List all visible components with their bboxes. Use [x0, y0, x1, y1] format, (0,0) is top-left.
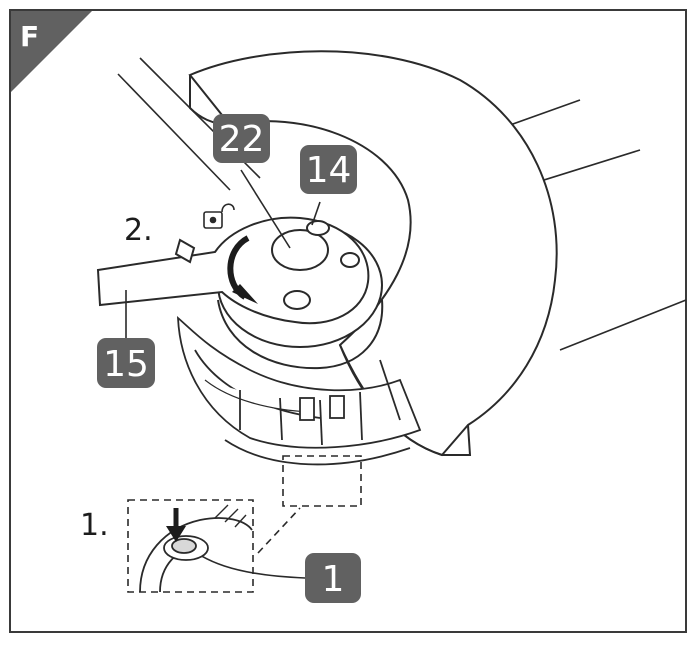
callout-22: 22 [213, 114, 270, 163]
callout-22-label: 22 [219, 119, 265, 160]
callout-15: 15 [97, 338, 155, 388]
callout-15-label: 15 [103, 344, 149, 385]
callout-14: 14 [300, 145, 357, 194]
step-1-label: 1. [80, 508, 109, 543]
lock-button-detail-box [127, 499, 254, 593]
callout-14-label: 14 [306, 150, 352, 191]
step-2-label: 2. [124, 213, 153, 248]
section-corner-tag: F [11, 11, 92, 92]
spindle-lock-detail [139, 504, 253, 593]
disc-guard [188, 50, 558, 457]
gear-housing [177, 315, 422, 466]
callout-1-label: 1 [322, 559, 345, 600]
lock-button-location-box [282, 455, 362, 507]
section-letter: F [20, 20, 39, 53]
rotation-arrow [227, 235, 258, 304]
lock-open-icon [203, 203, 235, 229]
callout-1: 1 [305, 553, 361, 603]
press-down-arrow [166, 508, 186, 542]
detail-boxes [127, 455, 362, 593]
